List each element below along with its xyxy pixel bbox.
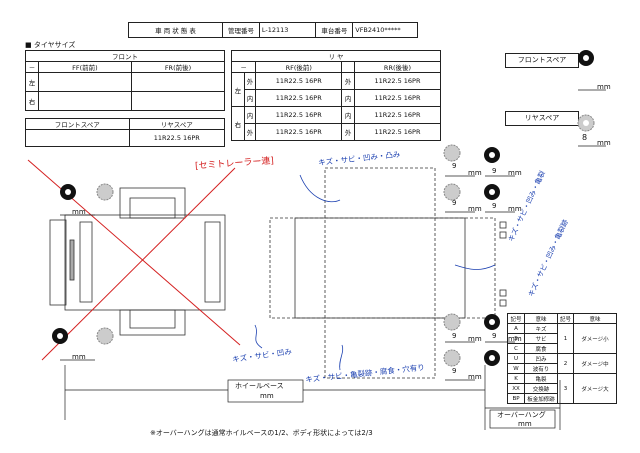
mgmt-label: 管理番号 [222,22,260,38]
dim-9: 9 [492,332,497,340]
legend-code: A [507,323,525,334]
dim-mm: mm [508,169,522,177]
legend-meaning: 交換跡 [524,383,558,394]
legend-meaning: 腐食 [524,343,558,354]
spare-table-rear-value: 11R22.5 16PR [128,129,226,147]
legend-code: K [507,373,525,384]
legend-h-code: 記号 [556,313,575,324]
wheelbase-unit: mm [260,392,274,400]
rear-spare-value: 8 [582,133,588,142]
legend-meaning: 凹み [524,353,558,364]
dim-mm: mm [468,335,482,343]
level-code: 2 [556,353,575,374]
tractor-tire-icon [52,183,114,345]
section-title: ■ タイヤサイズ [25,41,76,49]
header-table: 車 両 状 態 表 管理番号 L-12113 車台番号 VFB2410***** [127,22,418,38]
legend-meaning: 板金加修跡 [524,393,558,404]
legend-h-meaning: 意味 [524,313,558,324]
level-meaning: ダメージ中 [573,353,618,374]
dim-mm: mm [508,205,522,213]
side-rear-spare: リヤスペア [505,111,579,126]
chassis-label: 車台番号 [315,22,354,38]
overhang-label: オーバーハング [497,411,546,419]
legend-meaning: キズ [524,323,558,334]
dim-mm: mm [72,208,86,216]
trailer-tire-icon [443,144,500,367]
rear-tire-cell: 11R22.5 16PR [255,123,343,141]
overhang-unit: mm [518,420,532,428]
level-meaning: ダメージ小 [573,323,618,354]
dim-mm: mm [468,169,482,177]
legend-meaning: 亀裂 [524,373,558,384]
dim-9: 9 [452,332,457,340]
dim-9: 9 [492,167,497,175]
dim-9: 9 [452,199,457,207]
level-meaning: ダメージ大 [573,373,618,404]
front-tire-table: フロント － FF(前前) FR(前後) 左 右 [25,50,226,111]
spare-table: フロントスペア リヤスペア 11R22.5 16PR [25,118,226,147]
wheelbase-label: ホイールベース [235,382,284,390]
legend-code: U [507,353,525,364]
dim-mm: mm [468,373,482,381]
dim-mm: mm [72,353,86,361]
tractor-outline [49,187,226,336]
spare-tire-icon [577,50,595,132]
dim-9: 9 [452,367,457,375]
legend-code: S [507,333,525,344]
legend-code: W [507,363,525,374]
rear-tire-cell: 11R22.5 16PR [353,72,442,90]
legend-code: XX [507,383,525,394]
dim-mm: mm [468,205,482,213]
level-code: 1 [556,323,575,354]
trailer-outline [269,167,507,379]
rear-outer: 外 [341,123,355,141]
legend-meaning: サビ [524,333,558,344]
rear-tire-table: リ ヤ － RF(後前) RR(後後) 左 外 11R22.5 16PR 外 1… [230,50,442,141]
legend-code: C [507,343,525,354]
legend-code: BP [507,393,525,404]
rear-right: 右 [231,106,245,141]
page-title: 車 両 状 態 表 [127,22,224,38]
front-spare-unit: mm [597,83,611,91]
legend-h-code: 記号 [507,313,525,324]
legend-meaning: 波有り [524,363,558,374]
mgmt-value: L-12113 [258,22,317,38]
footnote: ※オーバーハングは通常ホイルベースの1/2、ボディ形状によっては2/3 [150,429,373,437]
rear-tire-cell: 11R22.5 16PR [353,123,442,141]
dim-9: 9 [492,202,497,210]
chassis-value: VFB2410***** [352,22,418,38]
rear-spare-unit: mm [597,139,611,147]
dim-9: 9 [452,162,457,170]
legend-h-meaning: 意味 [573,313,618,324]
level-code: 3 [556,373,575,404]
